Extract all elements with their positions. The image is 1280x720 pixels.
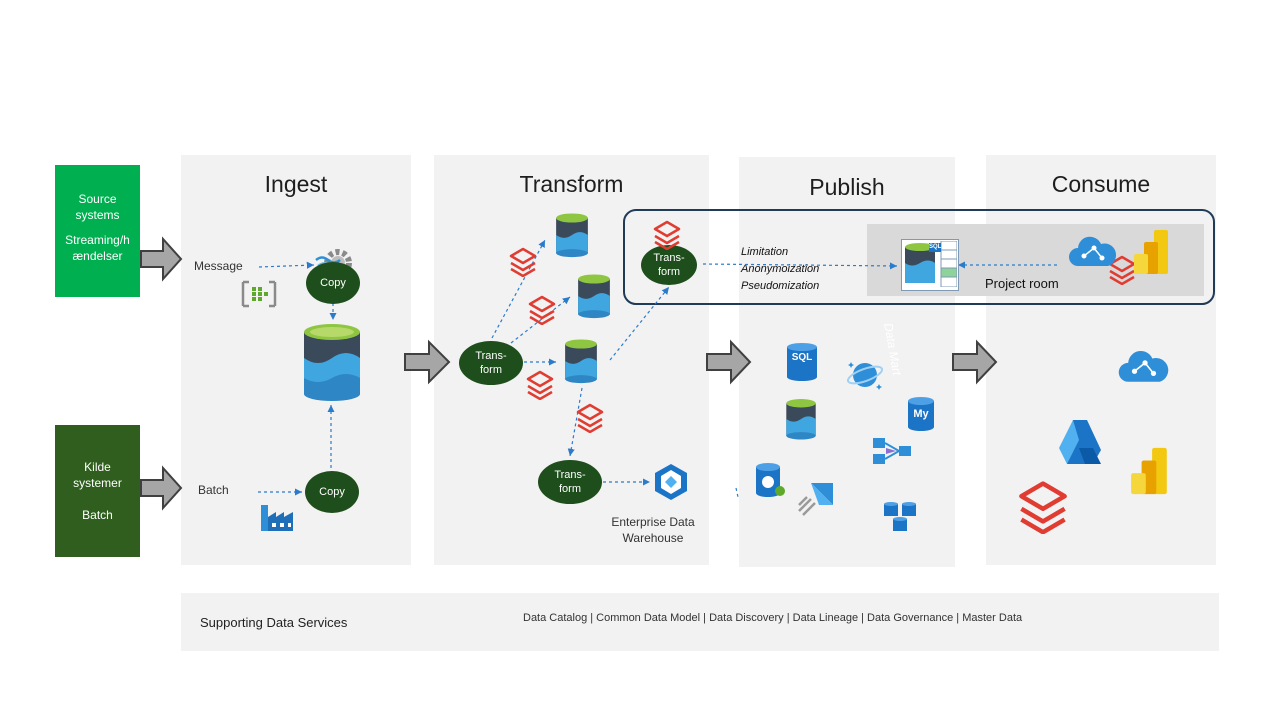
power-bi-icon (1134, 230, 1168, 274)
sql-lake-table-icon (905, 241, 957, 287)
block-arrow-source (140, 236, 183, 282)
batch-source-box: Kilde systemer Batch (55, 425, 140, 557)
transform-node-project-l1: Trans- (653, 252, 685, 264)
ingest-panel: Ingest (181, 155, 411, 565)
event-hub-icon (241, 280, 277, 308)
cosmos-db-icon (846, 362, 884, 390)
lake-silver-icon (578, 274, 610, 319)
rule-anonymization: Anonymoization (741, 263, 820, 275)
lake-gold-icon (565, 339, 597, 384)
databricks-icon (509, 247, 537, 277)
data-factory-icon (873, 438, 911, 464)
factory-icon (261, 505, 293, 531)
copy-node-top: Copy (306, 262, 360, 304)
rule-pseudomization: Pseudomization (741, 280, 820, 292)
batch-source-line3: Batch (82, 508, 113, 522)
mysql-database-icon (908, 397, 934, 431)
data-lake-icon (304, 324, 360, 401)
edw-label-line2: Warehouse (622, 531, 684, 545)
azure-machine-learning-icon (1059, 420, 1101, 464)
project-room-frame (623, 209, 1215, 305)
machine-learning-cloud-icon (1069, 236, 1117, 266)
transform-node-main-l2: form (480, 364, 502, 376)
transform-title: Transform (519, 171, 624, 197)
transform-node-project-l2: form (658, 266, 680, 278)
transform-node-edw-l2: form (559, 483, 581, 495)
rule-limitation: Limitation (741, 246, 789, 258)
publish-title: Publish (809, 174, 885, 200)
message-label: Message (194, 259, 243, 273)
arrow-edw-publish-stub (735, 487, 739, 498)
databricks-icon (576, 403, 604, 433)
databricks-icon (528, 295, 556, 325)
project-room-label: Project room (985, 276, 1059, 291)
supporting-services-bar: Supporting Data Services Data Catalog | … (181, 593, 1219, 651)
edw-label: Enterprise Data Warehouse (593, 514, 713, 546)
lake-bronze-icon (556, 213, 588, 258)
sql-server-group-icon (884, 502, 916, 531)
synapse-icon (655, 464, 687, 500)
transform-node-project: Trans-form (641, 245, 697, 285)
databricks-icon (526, 370, 554, 400)
lake-publish-icon (786, 399, 816, 440)
consume-title: Consume (1051, 171, 1151, 197)
postgresql-database-icon (756, 463, 785, 497)
source-line4: ændelser (72, 249, 123, 263)
batch-source-line1: Kilde (84, 460, 111, 474)
stream-analytics-job-icon (798, 483, 833, 516)
batch-label: Batch (198, 483, 229, 497)
transform-node-edw-l1: Trans- (554, 469, 586, 481)
mysql-icon-label: My (913, 408, 929, 420)
edw-label-line1: Enterprise Data (611, 515, 695, 529)
supporting-title: Supporting Data Services (200, 615, 348, 630)
ingest-title: Ingest (264, 171, 328, 197)
databricks-icon (1019, 481, 1067, 534)
supporting-services-list: Data Catalog | Common Data Model | Data … (523, 612, 1023, 624)
block-arrow-batch (140, 465, 183, 511)
sql-badge: SQL (929, 244, 942, 250)
power-bi-icon (1131, 447, 1167, 495)
machine-learning-cloud-icon (1118, 350, 1169, 382)
databricks-icon (653, 220, 681, 250)
source-systems-box: Source systems Streaming/h ændelser (55, 165, 140, 297)
batch-source-line2: systemer (73, 476, 122, 490)
source-line1: Source (78, 192, 117, 206)
source-line3: Streaming/h (65, 233, 130, 247)
transform-node-edw: Trans-form (538, 460, 602, 504)
project-room-rules: Limitation Anonymoization Pseudomization (741, 244, 819, 295)
sql-icon-label: SQL (791, 352, 813, 363)
sql-database-icon (787, 343, 817, 381)
transform-node-main-l1: Trans- (475, 350, 507, 362)
transform-node-main: Trans-form (459, 341, 523, 385)
source-line2: systems (75, 208, 120, 222)
copy-node-bottom: Copy (305, 471, 359, 513)
